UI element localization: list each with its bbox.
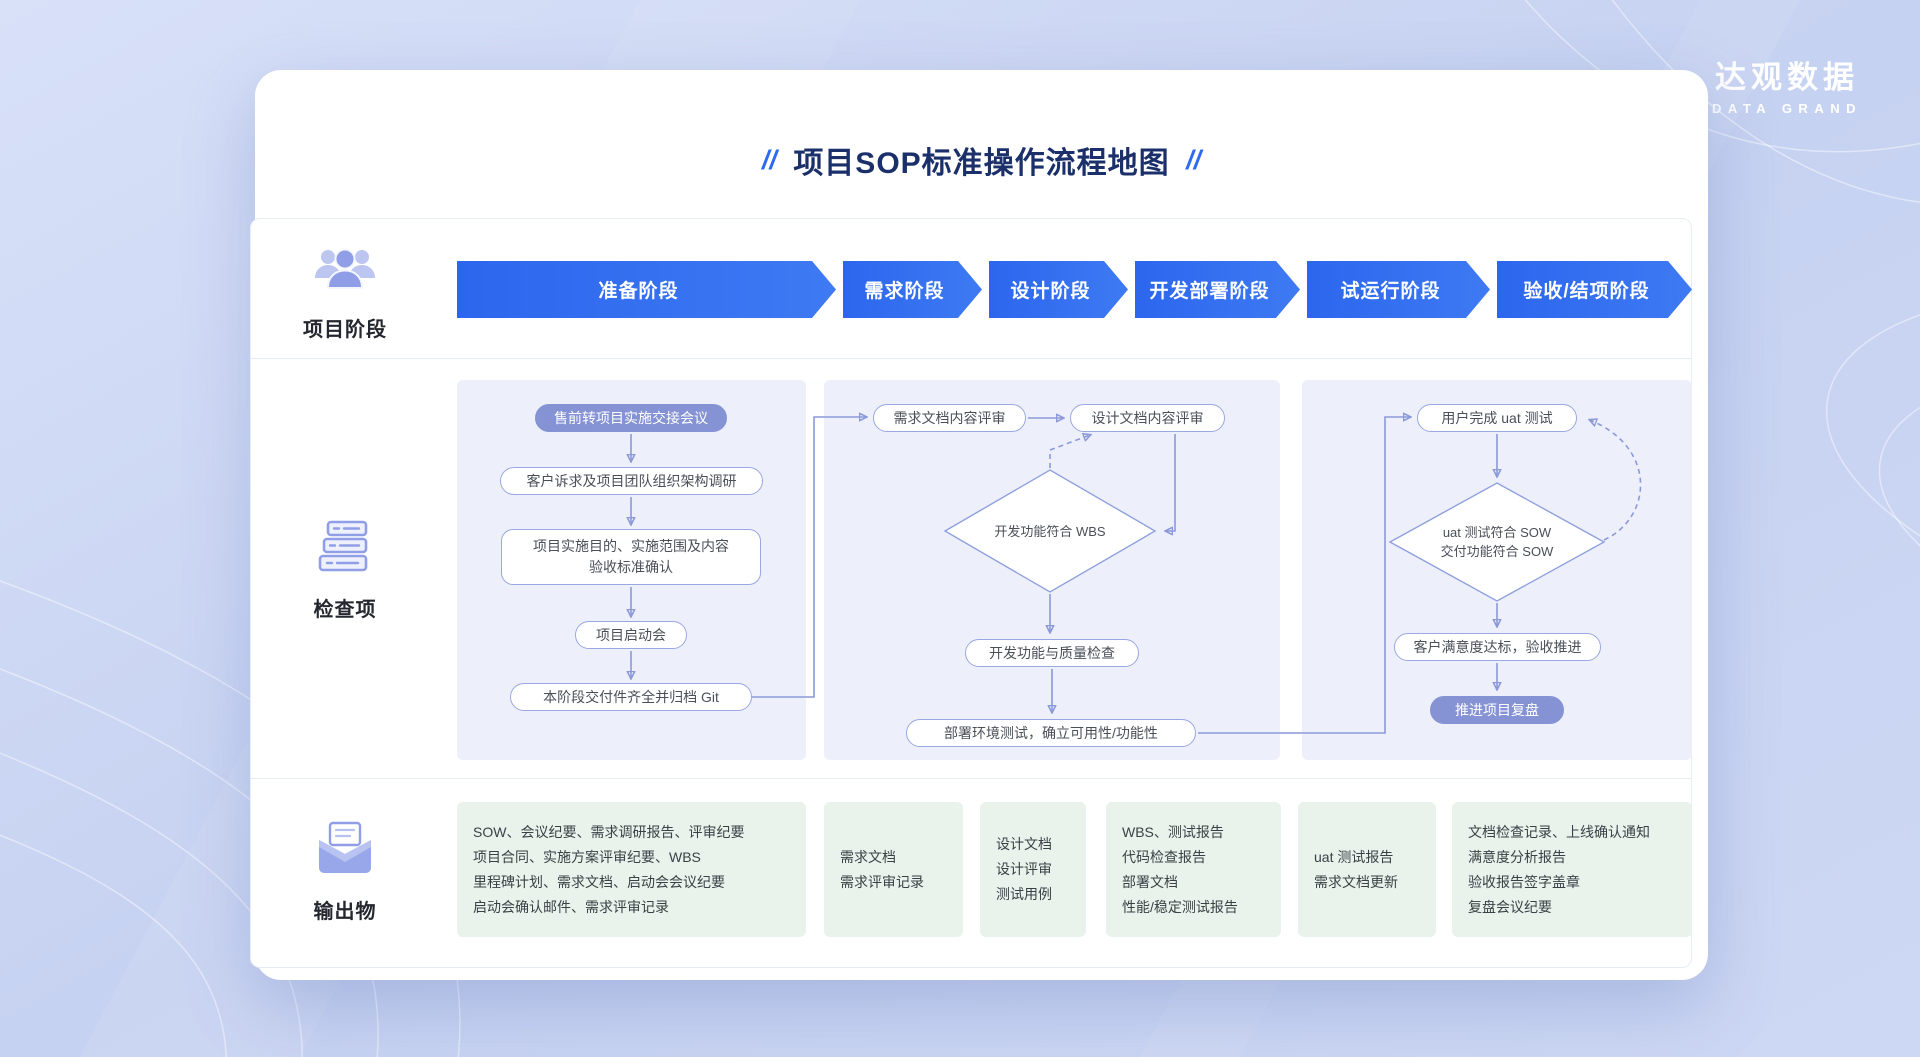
output-line: WBS、测试报告 — [1122, 823, 1224, 840]
flow-node-archive-git: 本阶段交付件齐全并归档 Git — [510, 683, 752, 711]
output-line: 性能/稳定测试报告 — [1122, 898, 1238, 915]
output-line: 设计文档 — [996, 836, 1052, 852]
flow-node-design-review: 设计文档内容评审 — [1070, 404, 1225, 432]
output-line: 设计评审 — [996, 861, 1052, 877]
output-line: 代码检查报告 — [1122, 848, 1206, 865]
phase-arrow-acceptance-close: 验收/结项阶段 — [1497, 261, 1692, 318]
brand-logo: 达观数据 DATA GRAND — [1712, 52, 1862, 116]
output-line: 复盘会议纪要 — [1468, 898, 1552, 915]
output-line: SOW、会议纪要、需求调研报告、评审纪要 — [473, 823, 745, 840]
page-title: // 项目SOP标准操作流程地图 // — [255, 138, 1708, 182]
decision-sow-line1: uat 测试符合 SOW — [1442, 525, 1552, 540]
brand-name: 达观数据 — [1715, 60, 1859, 95]
decision-sow-line2: 交付功能符合 SOW — [1440, 544, 1554, 559]
output-panel-design: 设计文档 设计评审 测试用例 — [980, 802, 1086, 937]
output-line: 启动会确认邮件、需求评审记录 — [473, 898, 669, 915]
rail-label-phases: 项目阶段 — [303, 319, 387, 341]
output-line: 测试用例 — [996, 886, 1052, 902]
rail-label-outputs: 输出物 — [313, 901, 377, 923]
flow-node-scope-confirm: 项目实施目的、实施范围及内容 验收标准确认 — [501, 529, 761, 585]
flow-node-satisfaction: 客户满意度达标，验收推进 — [1394, 633, 1601, 661]
output-line: 文档检查记录、上线确认通知 — [1468, 823, 1650, 840]
output-line: 部署文档 — [1122, 873, 1178, 890]
phase-arrow-preparation: 准备阶段 — [457, 261, 836, 318]
flow-node-uat-done: 用户完成 uat 测试 — [1417, 404, 1577, 432]
output-line: uat 测试报告 — [1314, 848, 1394, 865]
envelope-icon — [319, 821, 371, 873]
flow-node-deploy-test: 部署环境测试，确立可用性/功能性 — [906, 719, 1196, 747]
row-separator-2 — [250, 778, 1692, 779]
rail-label-checks: 检查项 — [313, 599, 377, 621]
title-slash-left: // — [761, 144, 777, 175]
output-line: 里程碑计划、需求文档、启动会会议纪要 — [473, 873, 725, 890]
decision-sow-label: uat 测试符合 SOW 交付功能符合 SOW — [1402, 523, 1592, 561]
output-panel-dev-deploy: WBS、测试报告 代码检查报告 部署文档 性能/稳定测试报告 — [1106, 802, 1281, 937]
people-icon — [315, 248, 375, 289]
flow-panel-build — [824, 380, 1280, 760]
output-line: 需求评审记录 — [840, 873, 924, 890]
flow-node-scope-line2: 验收标准确认 — [589, 559, 673, 575]
output-line: 需求文档 — [840, 848, 896, 865]
flow-node-research: 客户诉求及项目团队组织架构调研 — [500, 467, 763, 495]
output-panel-prepare: SOW、会议纪要、需求调研报告、评审纪要 项目合同、实施方案评审纪要、WBS 里… — [457, 802, 806, 937]
flow-node-kickoff: 项目启动会 — [575, 621, 687, 649]
flow-node-quality-check: 开发功能与质量检查 — [965, 639, 1139, 667]
title-slash-right: // — [1186, 144, 1202, 175]
flow-node-handover-meeting: 售前转项目实施交接会议 — [535, 404, 727, 432]
output-panel-trial-run: uat 测试报告 需求文档更新 — [1298, 802, 1436, 937]
row-separator-1 — [250, 358, 1692, 359]
output-line: 需求文档更新 — [1314, 873, 1398, 890]
rail-checks: 检查项 — [265, 518, 425, 622]
flow-node-scope-line1: 项目实施目的、实施范围及内容 — [533, 538, 729, 554]
rail-outputs: 输出物 — [265, 820, 425, 924]
phase-arrow-design: 设计阶段 — [989, 261, 1128, 318]
phase-arrow-trial-run: 试运行阶段 — [1307, 261, 1490, 318]
phase-arrow-dev-deploy: 开发部署阶段 — [1135, 261, 1300, 318]
rail-phases: 项目阶段 — [265, 240, 425, 342]
decision-wbs-label: 开发功能符合 WBS — [994, 524, 1106, 539]
output-panel-requirements: 需求文档 需求评审记录 — [824, 802, 963, 937]
flow-node-req-review: 需求文档内容评审 — [873, 404, 1026, 432]
checklist-icon — [318, 520, 368, 572]
output-line: 满意度分析报告 — [1468, 848, 1566, 865]
flow-node-retrospective: 推进项目复盘 — [1430, 696, 1564, 724]
output-panel-acceptance: 文档检查记录、上线确认通知 满意度分析报告 验收报告签字盖章 复盘会议纪要 — [1452, 802, 1692, 937]
output-line: 验收报告签字盖章 — [1468, 873, 1580, 890]
output-line: 项目合同、实施方案评审纪要、WBS — [473, 848, 701, 865]
page-title-text: 项目SOP标准操作流程地图 — [793, 147, 1170, 180]
brand-subtitle: DATA GRAND — [1712, 101, 1862, 116]
phase-arrow-requirements: 需求阶段 — [843, 261, 982, 318]
